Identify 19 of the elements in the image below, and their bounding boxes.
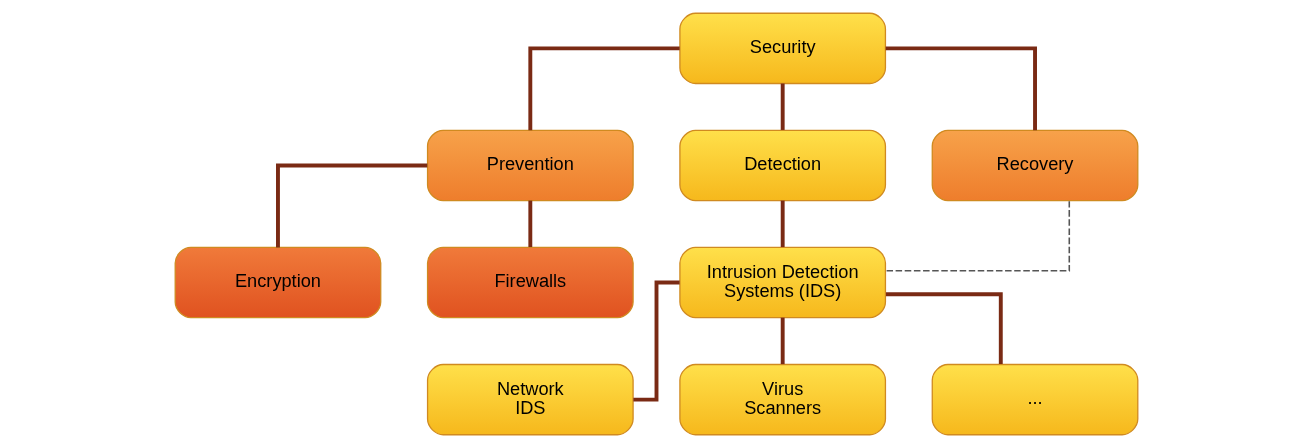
connector — [780, 317, 785, 365]
connector — [780, 200, 785, 248]
node-box: Encryption — [174, 246, 382, 319]
node-box: Detection — [679, 129, 887, 202]
node-box: Recovery — [931, 129, 1139, 202]
connector — [885, 292, 1003, 364]
connector — [884, 200, 1071, 272]
connector — [780, 83, 785, 130]
node-box: Network IDS — [426, 363, 634, 436]
node-box: Prevention — [426, 129, 634, 202]
node-box: Virus Scanners — [679, 363, 887, 436]
node-box: Intrusion Detection Systems (IDS) — [679, 246, 887, 319]
node-box: Firewalls — [426, 246, 634, 319]
connector — [885, 46, 1037, 131]
node-box: ... — [931, 363, 1139, 436]
connector — [528, 46, 680, 131]
connector — [528, 200, 533, 248]
connector — [276, 163, 428, 248]
node-box: Security — [679, 12, 887, 85]
